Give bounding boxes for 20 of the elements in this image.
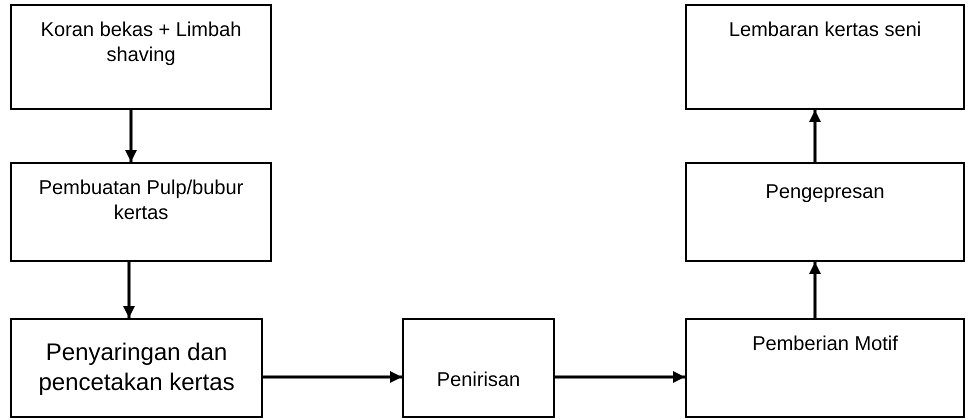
- arrow: [809, 110, 821, 162]
- process-box: [10, 4, 272, 110]
- arrow: [555, 371, 685, 383]
- box-label: Koran bekas + Limbah shaving: [40, 18, 242, 68]
- box-label: Pembuatan Pulp/bubur kertas: [38, 176, 244, 226]
- box-label: Pemberian Motif: [752, 332, 898, 357]
- process-box: [10, 162, 272, 262]
- process-box: [402, 318, 555, 418]
- process-box: [685, 162, 965, 262]
- arrow: [123, 262, 135, 318]
- process-box: [685, 318, 965, 418]
- box-label: Penirisan: [436, 368, 520, 392]
- box-label: Lembaran kertas seni: [728, 18, 922, 43]
- box-label: Penyaringan dan pencetakan kertas: [37, 338, 236, 398]
- arrow: [809, 262, 821, 318]
- arrow: [125, 110, 137, 162]
- arrow: [263, 371, 402, 383]
- box-label: Pengepresan: [766, 180, 884, 205]
- process-box: [10, 318, 263, 418]
- process-box: [685, 4, 965, 110]
